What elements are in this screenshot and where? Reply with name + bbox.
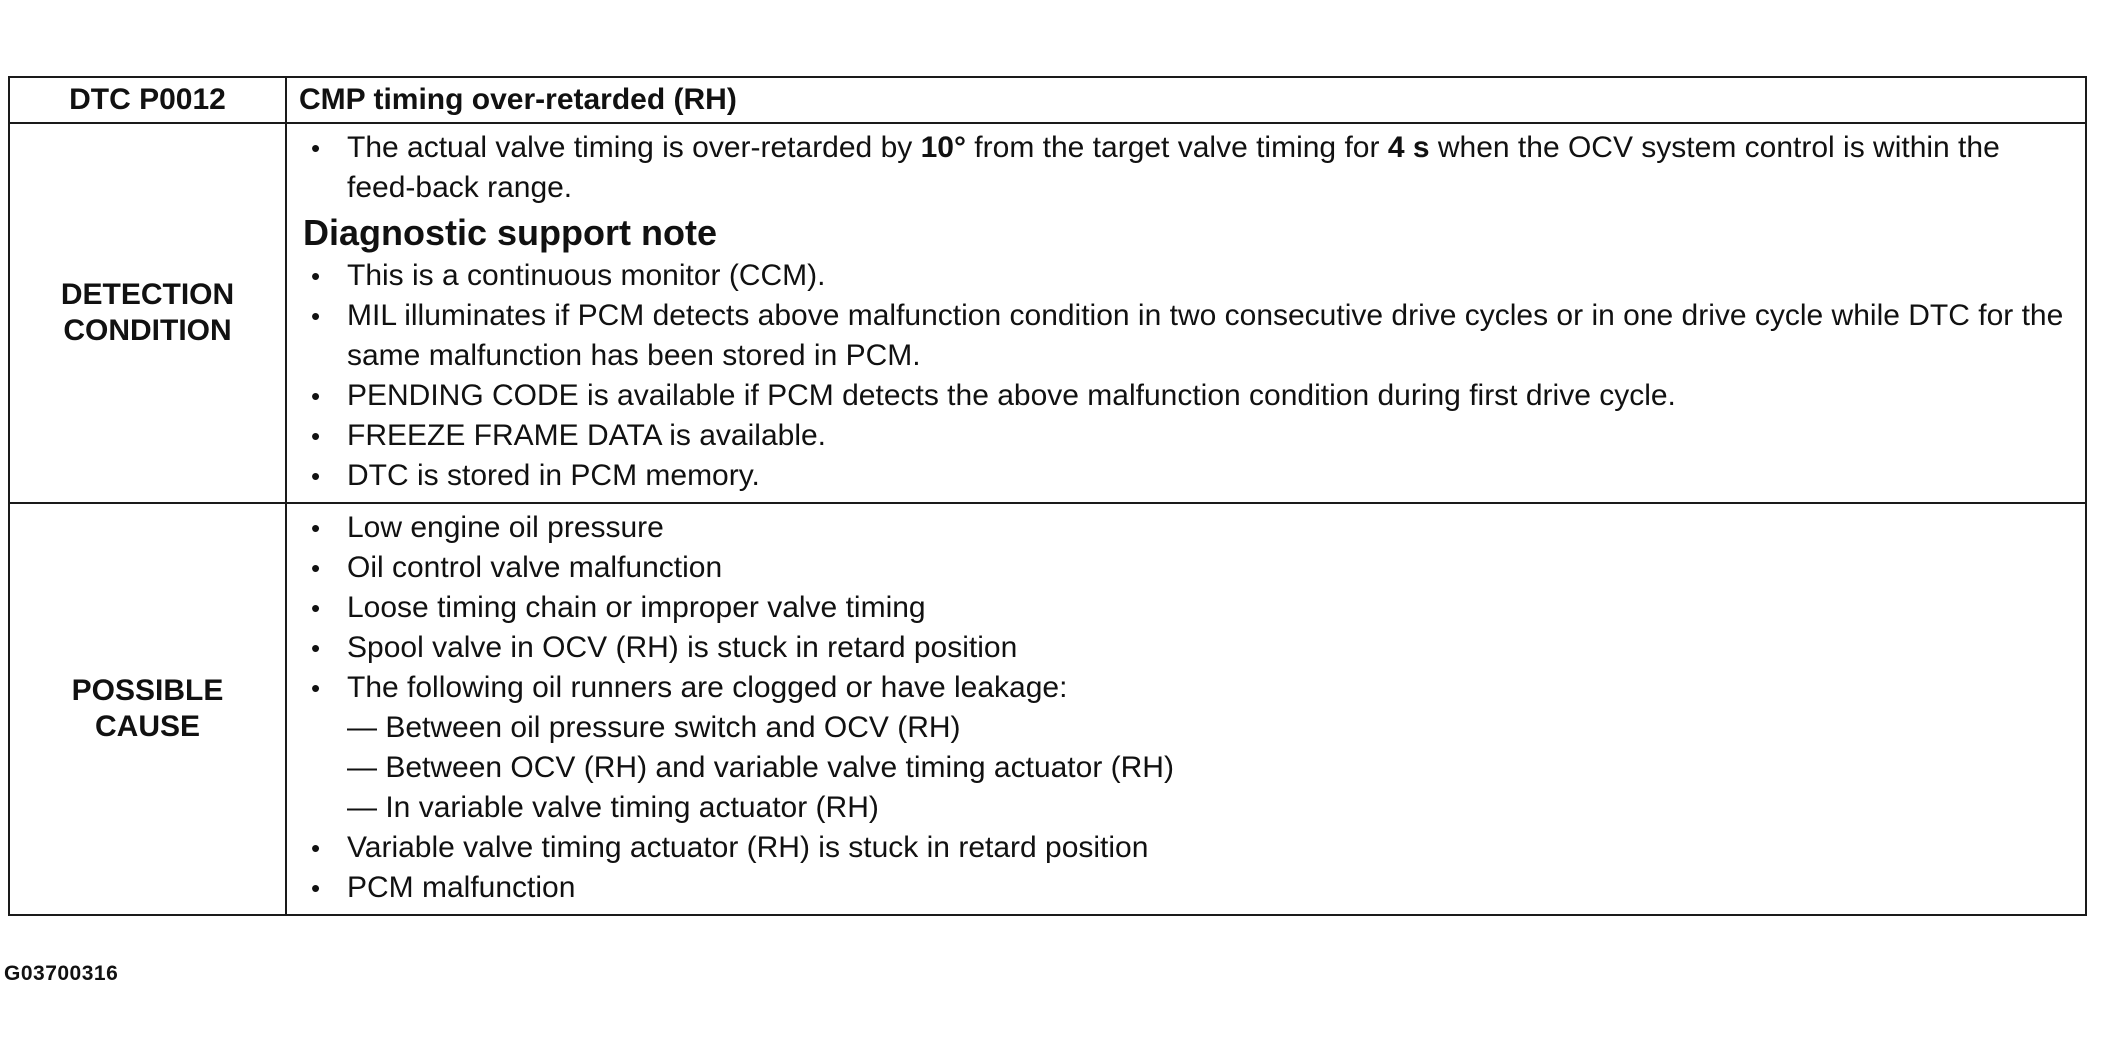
sub-list-item: — Between oil pressure switch and OCV (R… [347,711,961,744]
list-item: Spool valve in OCV (RH) is stuck in reta… [301,628,2071,668]
detection-label-line2: CONDITION [63,314,232,347]
detection-label: DETECTION CONDITION [8,122,287,504]
cause-content: Low engine oil pressure Oil control valv… [285,502,2087,916]
cause-label-line1: POSSIBLE [71,674,224,707]
list-item: PCM malfunction [301,868,2071,908]
cause-row: POSSIBLE CAUSE Low engine oil pressure O… [8,502,2087,916]
list-item: MIL illuminates if PCM detects above mal… [301,296,2071,376]
detection-label-line1: DETECTION [60,278,235,311]
detection-row: DETECTION CONDITION The actual valve tim… [8,122,2087,504]
dtc-table: DTC P0012 CMP timing over-retarded (RH) … [8,76,2087,916]
sub-list-item: — Between OCV (RH) and variable valve ti… [347,751,1174,784]
detection-main-item: The actual valve timing is over-retarded… [301,128,2071,208]
retard-duration-value: 4 s [1387,131,1430,164]
list-item: This is a continuous monitor (CCM). [301,256,2071,296]
dtc-title: CMP timing over-retarded (RH) [285,76,2087,124]
detection-content: The actual valve timing is over-retarded… [285,122,2087,504]
list-item: DTC is stored in PCM memory. [301,456,2071,496]
detection-main-list: The actual valve timing is over-retarded… [301,128,2071,208]
sub-list-item: — In variable valve timing actuator (RH) [347,791,879,824]
cause-list: Low engine oil pressure Oil control valv… [301,508,2071,708]
figure-id: G03700316 [4,962,119,985]
list-item: Low engine oil pressure [301,508,2071,548]
cause-list-continued: Variable valve timing actuator (RH) is s… [301,828,2071,908]
list-item: PENDING CODE is available if PCM detects… [301,376,2071,416]
diagnostic-note-heading: Diagnostic support note [303,212,717,253]
list-item: Variable valve timing actuator (RH) is s… [301,828,2071,868]
list-item: Oil control valve malfunction [301,548,2071,588]
list-item: FREEZE FRAME DATA is available. [301,416,2071,456]
cause-label-line2: CAUSE [94,710,200,743]
retard-degree-value: 10° [920,131,966,164]
list-item: Loose timing chain or improper valve tim… [301,588,2071,628]
diagnostic-note-list: This is a continuous monitor (CCM). MIL … [301,256,2071,496]
header-row: DTC P0012 CMP timing over-retarded (RH) [8,76,2087,124]
cause-label: POSSIBLE CAUSE [8,502,287,916]
oil-runner-sub-list: — Between oil pressure switch and OCV (R… [301,708,2071,828]
dtc-code: DTC P0012 [8,76,287,124]
list-item: The following oil runners are clogged or… [301,668,2071,708]
